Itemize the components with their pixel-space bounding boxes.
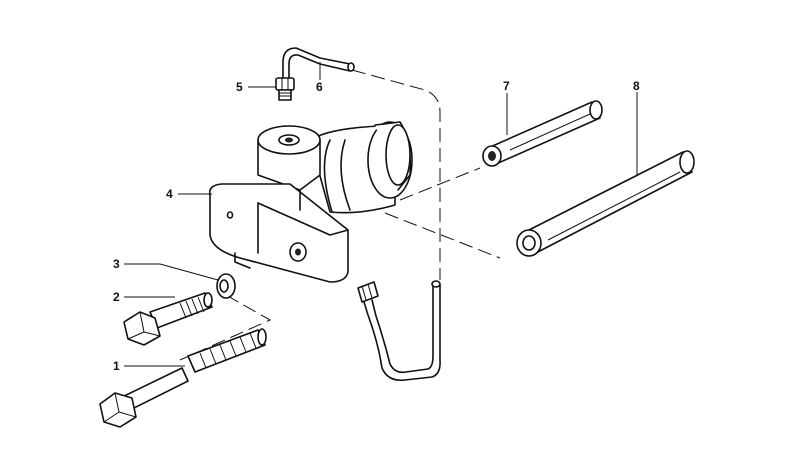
callout-6: 6: [316, 80, 323, 94]
short-bolt: [123, 292, 213, 346]
callout-2: 2: [113, 290, 120, 304]
brake-pipe-upper: [282, 47, 355, 79]
callout-8: 8: [633, 79, 640, 93]
brake-hose-lower: [357, 280, 441, 382]
union-nut: [275, 77, 295, 101]
short-sleeve: [482, 100, 603, 167]
callout-5: 5: [236, 80, 243, 94]
callout-7: 7: [503, 79, 510, 93]
long-bolt: [99, 328, 267, 428]
callout-1: 1: [113, 359, 120, 373]
slave-cylinder: [208, 121, 413, 283]
callout-3: 3: [113, 257, 120, 271]
callout-labels: 1 2 3 4 5 6 7 8: [113, 79, 640, 373]
leader-lines: [124, 62, 638, 367]
washer: [216, 273, 236, 299]
long-sleeve: [516, 150, 695, 257]
callout-4: 4: [166, 187, 173, 201]
